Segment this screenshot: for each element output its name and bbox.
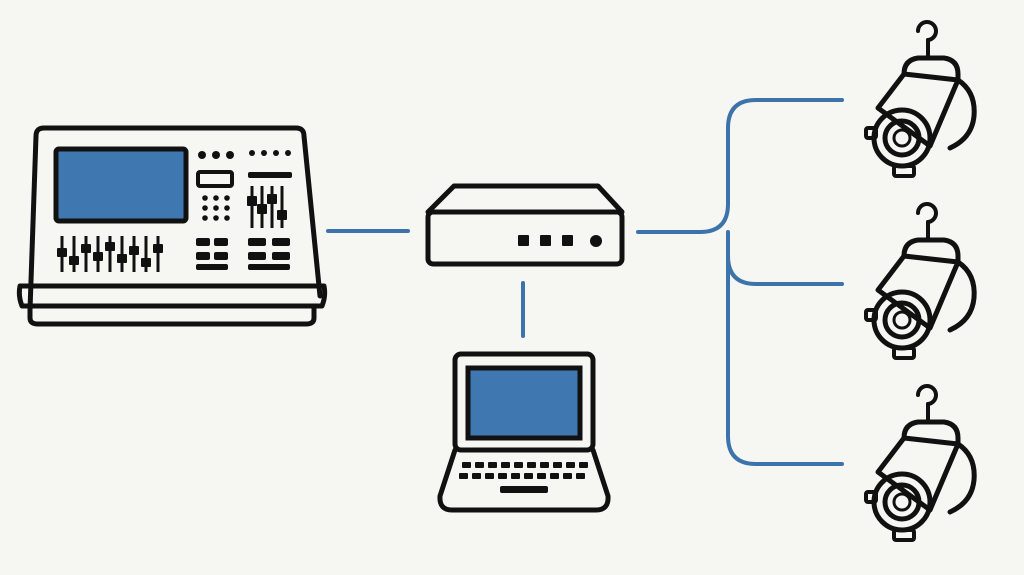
spotlight-icon-3 bbox=[866, 386, 974, 540]
link-switch-fixtures bbox=[636, 98, 844, 466]
spotlight-icon-1 bbox=[866, 22, 974, 176]
spotlight-icon-2 bbox=[866, 204, 974, 358]
connections bbox=[326, 98, 844, 466]
laptop-icon bbox=[437, 351, 611, 513]
lighting-console-icon bbox=[16, 125, 328, 327]
console-screen bbox=[53, 146, 189, 224]
network-switch-icon bbox=[425, 183, 625, 267]
laptop-screen bbox=[465, 365, 583, 441]
